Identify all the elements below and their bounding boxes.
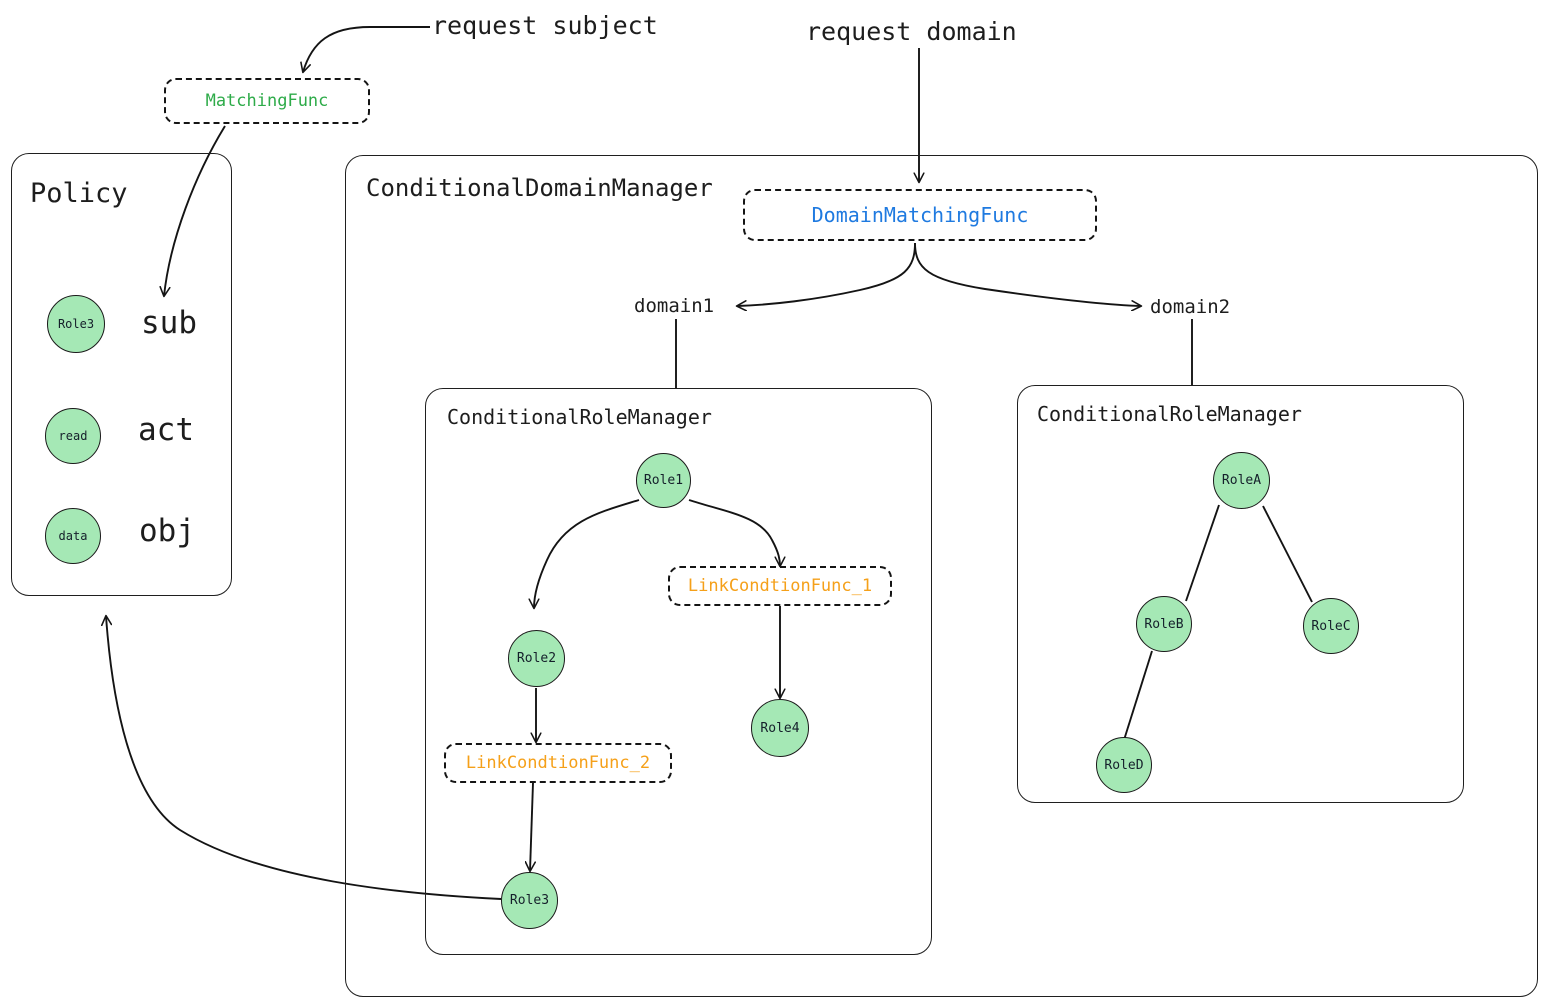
request-domain-label: request domain: [806, 17, 1017, 46]
node-roleb-label: RoleB: [1144, 616, 1184, 632]
policy-node-sub[interactable]: Role3: [47, 295, 105, 353]
node-roleb[interactable]: RoleB: [1136, 596, 1192, 652]
node-rolea-label: RoleA: [1221, 473, 1262, 488]
policy-node-act[interactable]: read: [45, 408, 101, 464]
link-condition-func-2-label: LinkCondtionFunc_2: [465, 753, 651, 773]
conditional-role-manager-left-box: [425, 388, 932, 955]
domain1-label: domain1: [634, 295, 715, 317]
node-role1-label: Role1: [643, 473, 684, 488]
node-role4-label: Role4: [760, 720, 800, 736]
link-condition-func-1-label: LinkCondtionFunc_1: [687, 576, 873, 596]
policy-label-act: act: [138, 412, 194, 448]
node-roled-label: RoleD: [1104, 757, 1144, 773]
domain2-label: domain2: [1150, 296, 1231, 318]
node-role3[interactable]: Role3: [501, 872, 558, 929]
node-rolea[interactable]: RoleA: [1213, 452, 1270, 509]
node-role3-label: Role3: [509, 893, 550, 908]
domain-matching-func-box[interactable]: DomainMatchingFunc: [743, 189, 1097, 241]
link-condition-func-1-box[interactable]: LinkCondtionFunc_1: [668, 566, 892, 606]
policy-label-sub: sub: [141, 305, 197, 341]
policy-label-obj: obj: [139, 513, 195, 549]
conditional-domain-manager-box: [345, 155, 1538, 997]
node-roled[interactable]: RoleD: [1096, 737, 1152, 793]
node-role2-label: Role2: [516, 651, 557, 666]
conditional-domain-manager-title: ConditionalDomainManager: [366, 174, 713, 202]
matching-func-box[interactable]: MatchingFunc: [164, 78, 370, 124]
domain-matching-func-label: DomainMatchingFunc: [811, 203, 1029, 227]
policy-node-obj[interactable]: data: [45, 508, 101, 564]
node-role4[interactable]: Role4: [751, 699, 809, 757]
policy-node-sub-label: Role3: [57, 317, 95, 331]
policy-node-obj-label: data: [58, 529, 88, 543]
request-subject-label: request subject: [432, 11, 658, 40]
conditional-role-manager-right-box: [1017, 385, 1464, 803]
node-rolec-label: RoleC: [1311, 618, 1351, 634]
conditional-role-manager-right-title: ConditionalRoleManager: [1037, 402, 1302, 426]
policy-box: [11, 153, 232, 596]
policy-node-act-label: read: [58, 429, 88, 443]
node-rolec[interactable]: RoleC: [1303, 598, 1359, 654]
edge-request-subject: [303, 26, 430, 72]
matching-func-label: MatchingFunc: [205, 91, 329, 111]
node-role2[interactable]: Role2: [508, 630, 565, 687]
node-role1[interactable]: Role1: [636, 453, 691, 508]
policy-title: Policy: [30, 178, 128, 209]
link-condition-func-2-box[interactable]: LinkCondtionFunc_2: [444, 743, 672, 783]
conditional-role-manager-left-title: ConditionalRoleManager: [447, 405, 712, 429]
